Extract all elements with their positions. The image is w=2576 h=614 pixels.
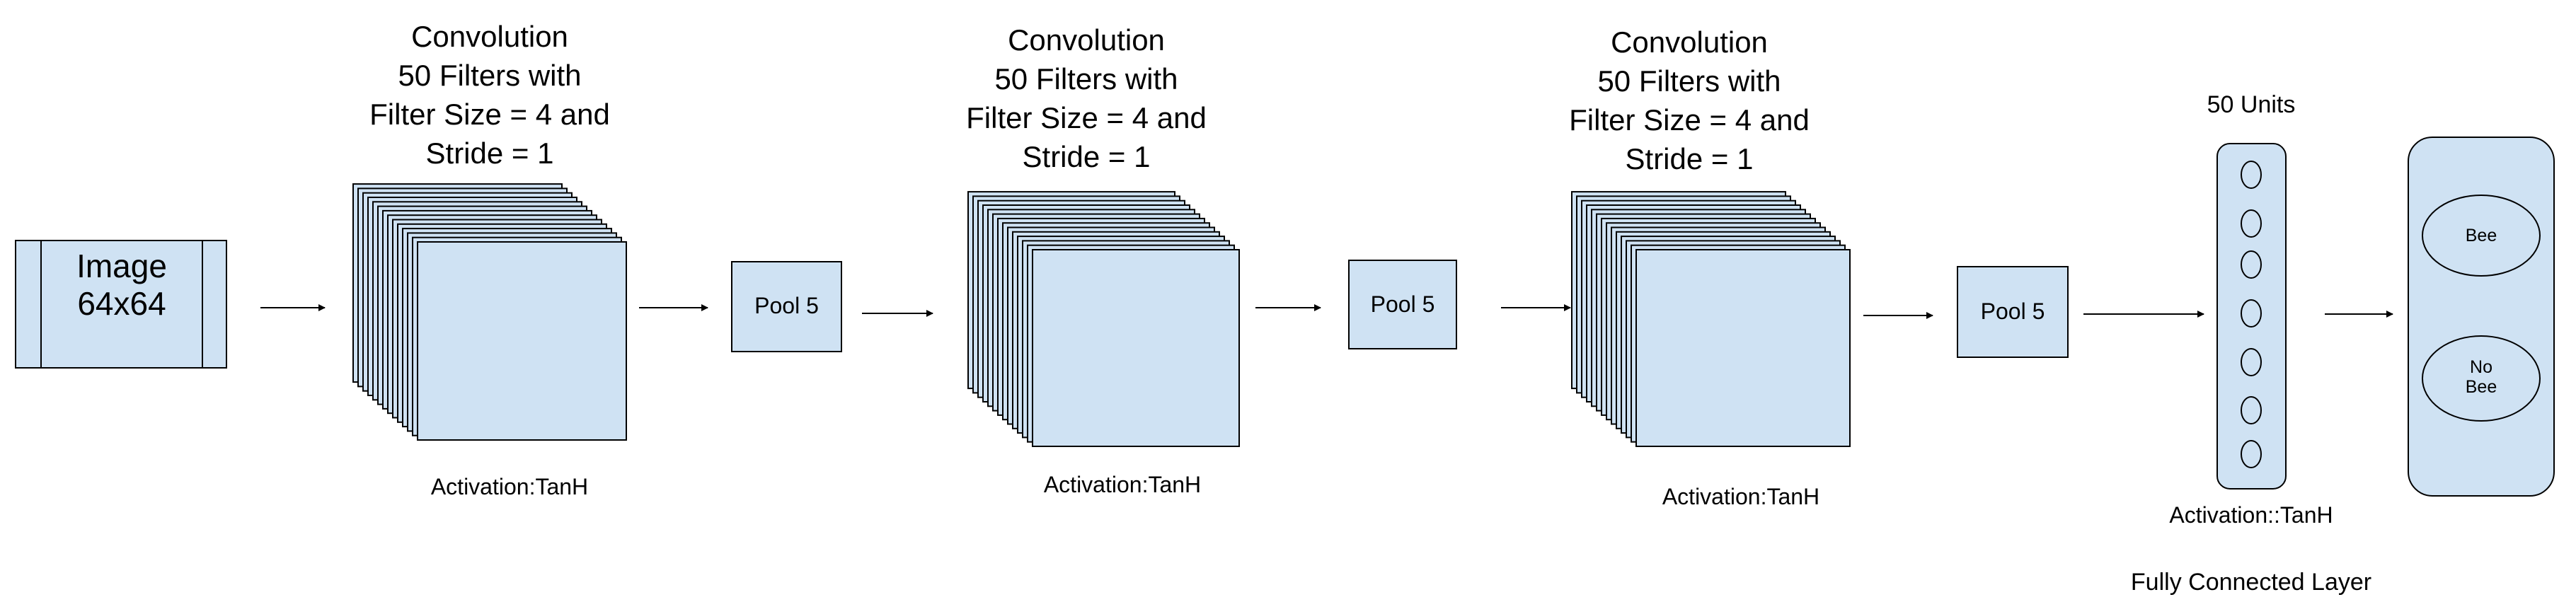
fc-layer-column [2216,143,2287,490]
pool-box-2 [1348,260,1457,349]
conv-title-line: 50 Filters with [994,62,1178,95]
pool-label-3: Pool 5 [1980,299,2045,324]
conv-title-line: Stride = 1 [425,137,554,170]
fc-unit-node [2241,440,2262,468]
output-label-no-bee: No Bee [2439,357,2524,397]
conv-activation-2: Activation:TanH [1043,472,1202,497]
input-image-label-line1: Image [76,248,167,284]
conv-title-1: Convolution 50 Filters with Filter Size … [348,17,631,173]
fc-units-label: 50 Units [2207,91,2296,118]
conv-title-line: 50 Filters with [1597,64,1781,98]
output-box [2408,137,2555,497]
pool-box-3 [1957,266,2069,358]
conv-title-line: Filter Size = 4 and [1569,103,1810,137]
conv-title-line: 50 Filters with [398,59,582,92]
conv-stack-2 [967,191,1240,447]
conv-front-filter [1032,249,1240,447]
conv-title-line: Filter Size = 4 and [966,101,1207,134]
fc-unit-node [2241,348,2262,376]
conv-title-2: Convolution 50 Filters with Filter Size … [945,21,1228,176]
conv-stack-3 [1571,191,1851,447]
conv-activation-1: Activation:TanH [430,474,589,499]
fc-unit-node [2241,250,2262,279]
output-label-no-bee-line1: No [2470,357,2492,377]
conv-front-filter [1635,249,1851,447]
conv-activation-3: Activation:TanH [1662,484,1820,509]
fc-unit-node [2241,209,2262,238]
fc-layer-caption: Fully Connected Layer [2130,569,2372,596]
output-node-bee [2422,195,2541,277]
output-node-no-bee [2422,335,2541,422]
pool-box-1 [731,261,842,352]
pool-label-1: Pool 5 [754,293,819,318]
fc-unit-node [2241,299,2262,328]
conv-title-line: Convolution [1611,25,1768,59]
conv-title-line: Filter Size = 4 and [369,98,610,131]
conv-front-filter [417,241,627,441]
fc-unit-node [2241,396,2262,424]
fc-unit-node [2241,161,2262,189]
pool-label-2: Pool 5 [1370,291,1435,317]
conv-title-3: Convolution 50 Filters with Filter Size … [1548,23,1831,178]
fc-activation-label: Activation::TanH [2169,502,2333,528]
input-image-label: Image 64x64 [41,248,202,323]
output-column [2408,137,2555,497]
output-label-bee: Bee [2465,226,2497,245]
input-image-box [15,240,227,369]
conv-title-line: Stride = 1 [1625,142,1754,175]
input-image-label-line2: 64x64 [77,284,166,322]
input-image-block [15,240,227,369]
output-label-no-bee-line2: Bee [2465,376,2497,397]
conv-title-line: Convolution [411,20,568,53]
conv-title-line: Stride = 1 [1022,140,1151,173]
conv-stack-1 [352,183,627,441]
conv-title-line: Convolution [1008,23,1165,57]
